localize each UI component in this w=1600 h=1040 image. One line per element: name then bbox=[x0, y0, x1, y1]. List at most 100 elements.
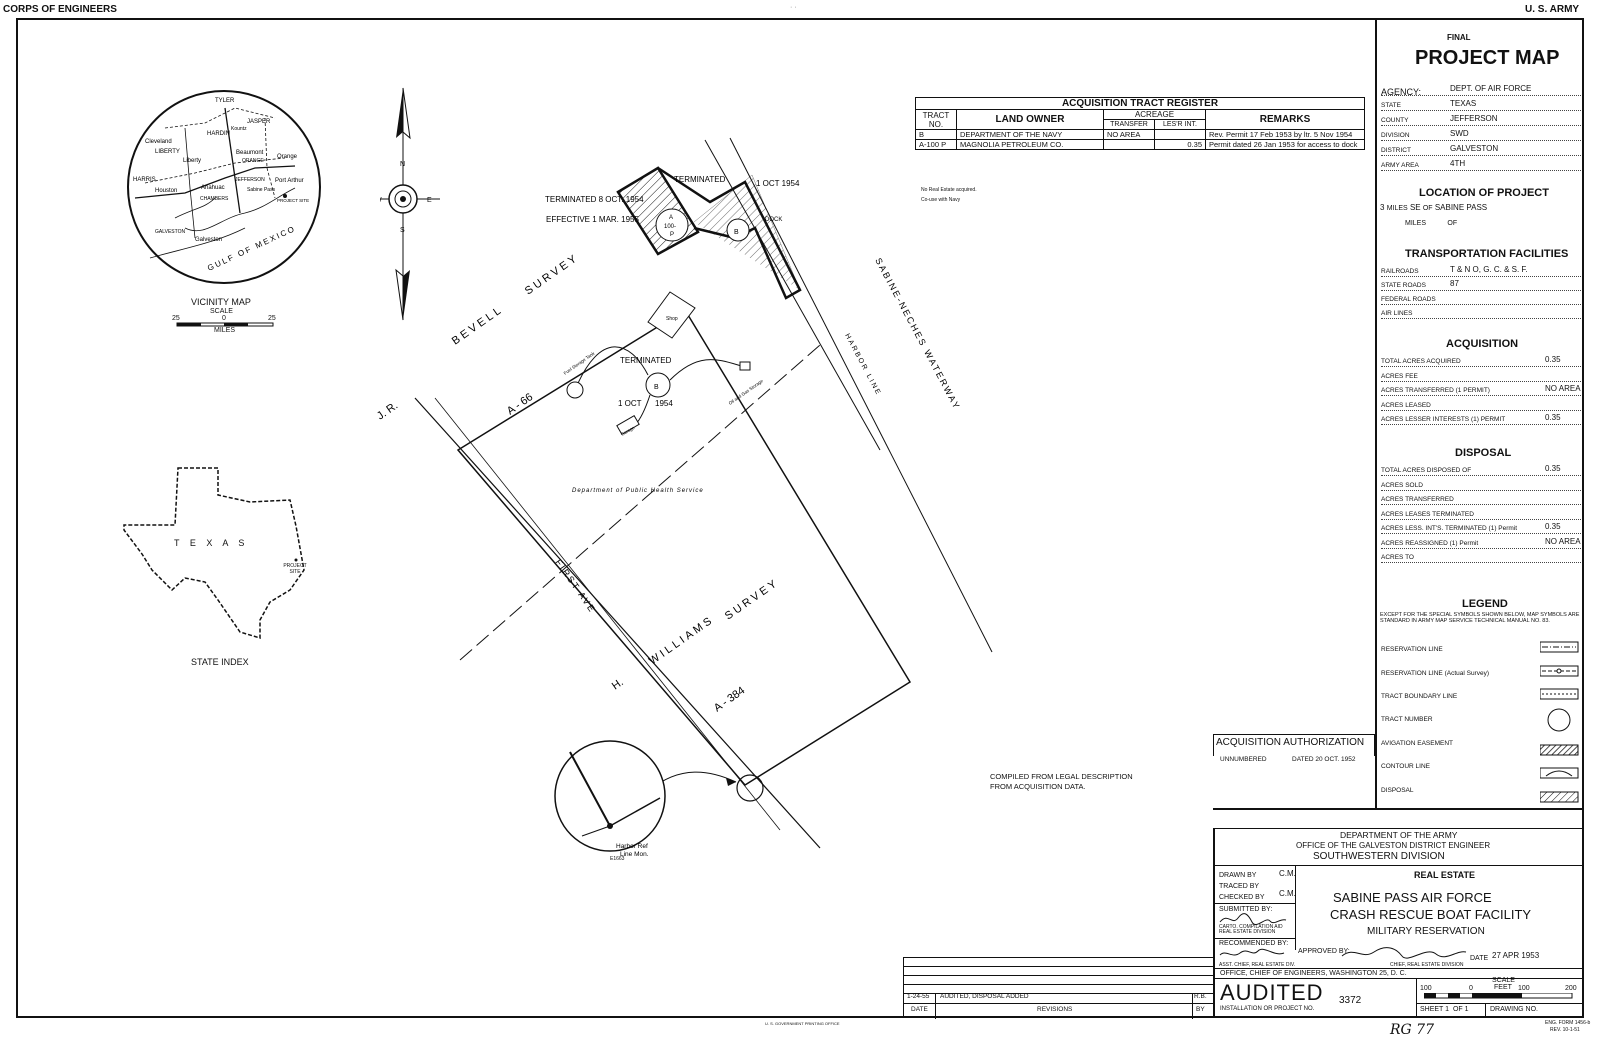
disposal-row-rule bbox=[1381, 547, 1581, 549]
tract-a-letter: A bbox=[669, 215, 673, 221]
dock-label: DOCK bbox=[765, 217, 782, 223]
submitted-label: SUBMITTED BY: bbox=[1219, 906, 1273, 913]
revision-col-date: DATE bbox=[911, 1006, 928, 1013]
register-transfer bbox=[1103, 139, 1155, 150]
form-rev: REV. 10-1-51 bbox=[1550, 1027, 1580, 1033]
pipe-line-1 bbox=[574, 346, 649, 391]
place-label: GALVESTON bbox=[155, 229, 185, 235]
tract-b-marker-top bbox=[726, 218, 750, 242]
disposal-row-label: ACRES LEASES TERMINATED bbox=[1381, 510, 1474, 518]
place-label: Orange bbox=[277, 154, 298, 160]
place-label: JEFFERSON bbox=[235, 177, 265, 183]
title-field-label: AGENCY: bbox=[1381, 87, 1422, 97]
oct-mid-label: 1 OCT bbox=[618, 399, 642, 408]
terminated-mid-label: TERMINATED bbox=[620, 356, 672, 365]
sheet-label: SHEET 1 OF 1 bbox=[1420, 1006, 1469, 1013]
title-field-value: 4TH bbox=[1450, 159, 1466, 168]
acquisition-row-value: NO AREA bbox=[1545, 384, 1581, 393]
location-of: OF bbox=[1422, 205, 1433, 212]
title-field-rule bbox=[1381, 140, 1581, 141]
register-transfer: NO AREA bbox=[1103, 129, 1155, 140]
bevell-survey: SURVEY bbox=[523, 251, 582, 297]
compiled-line-1: COMPILED FROM LEGAL DESCRIPTION bbox=[990, 772, 1133, 781]
state-name: T E X A S bbox=[174, 538, 249, 548]
vicinity-scale-label: SCALE bbox=[210, 308, 233, 315]
tract-a-marker bbox=[655, 208, 689, 242]
legend-item-label: TRACT NUMBER bbox=[1381, 716, 1433, 723]
tract-b-marker-mid bbox=[645, 372, 671, 398]
acquisition-row-label: ACRES TRANSFERRED (1 PERMIT) bbox=[1381, 387, 1490, 394]
transport-row-label: FEDERAL ROADS bbox=[1381, 296, 1436, 303]
checked-value: C.M. bbox=[1279, 889, 1296, 898]
oil-storage-label: Oil and Gas Storage bbox=[728, 378, 765, 406]
transport-row-rule bbox=[1381, 318, 1581, 319]
williams-prefix: H. bbox=[610, 676, 626, 692]
tract-a-number: 100- bbox=[664, 224, 676, 230]
sheet-total: 1 bbox=[1464, 1006, 1469, 1013]
title-field-rule bbox=[1381, 125, 1581, 126]
place-label: Liberty bbox=[183, 158, 201, 164]
place-label: Anahuac bbox=[201, 185, 225, 191]
legend-symbols bbox=[1540, 641, 1579, 803]
acquisition-row-value: 0.35 bbox=[1545, 413, 1561, 422]
handwritten-note: RG 77 bbox=[1390, 1022, 1434, 1038]
location-miles-label: MILES bbox=[1386, 205, 1408, 212]
recommend-rule bbox=[1213, 938, 1295, 939]
acquisition-row-rule bbox=[1381, 380, 1581, 382]
pipe-line-2 bbox=[669, 359, 746, 381]
register-col-owner: LAND OWNER bbox=[956, 109, 1104, 130]
title-field-rule bbox=[1381, 155, 1581, 156]
location-of-2: OF bbox=[1447, 220, 1458, 227]
revision-date: 1-24-55 bbox=[907, 993, 930, 1000]
shop-label: Shop bbox=[666, 316, 678, 322]
disposal-row-rule bbox=[1381, 533, 1581, 534]
title-field-label: COUNTY bbox=[1381, 117, 1409, 124]
disposal-row-label: ACRES REASSIGNED (1) Permit bbox=[1381, 539, 1479, 547]
date-label: DATE bbox=[1470, 955, 1489, 962]
detail-label-3: E1663 bbox=[610, 856, 625, 862]
sheet-text: SHEET bbox=[1420, 1006, 1444, 1013]
register-col-tract: TRACT NO. bbox=[915, 109, 957, 130]
compass-w: W bbox=[380, 197, 382, 204]
transport-row-rule bbox=[1381, 276, 1581, 277]
form-number: ENG. FORM 1456-b bbox=[1545, 1020, 1591, 1026]
sheet-number: 1 bbox=[1445, 1006, 1450, 1013]
transport-row-value: 87 bbox=[1450, 279, 1459, 288]
location-line1: 3 MILES SE OF SABINE PASS bbox=[1380, 203, 1487, 212]
scale-label: SCALE bbox=[1492, 977, 1515, 984]
location-heading: LOCATION OF PROJECT bbox=[1419, 187, 1549, 199]
install-number: 3372 bbox=[1339, 995, 1362, 1006]
transport-row-label: STATE ROADS bbox=[1381, 282, 1426, 289]
transport-row-value: T & N O, G. C. & S. F. bbox=[1450, 265, 1528, 274]
revision-by: R.B. bbox=[1194, 993, 1207, 1000]
terminated-a-label: TERMINATED 8 OCT. 1954 bbox=[545, 195, 644, 204]
waterway-label: SABINE-NECHES WATERWAY bbox=[873, 256, 962, 412]
submit-rule bbox=[1213, 903, 1295, 904]
williams-survey: SURVEY bbox=[723, 576, 782, 622]
header-right: U. S. ARMY bbox=[1525, 4, 1580, 15]
fuel-label: Fuel Storage Tank bbox=[563, 350, 596, 375]
legend-heading: LEGEND bbox=[1462, 598, 1508, 610]
traced-label: TRACED BY bbox=[1219, 883, 1260, 890]
title-field-label: STATE bbox=[1381, 102, 1401, 109]
sheet-of: OF bbox=[1452, 1006, 1463, 1013]
real-estate-label: REAL ESTATE bbox=[1414, 870, 1476, 880]
vicinity-tick-3: 25 bbox=[268, 315, 276, 322]
drawing-frame bbox=[16, 18, 1584, 1018]
place-label: Sabine Pass bbox=[247, 187, 276, 193]
tract-b-boundary bbox=[456, 308, 912, 786]
acquisition-row-label: ACRES FEE bbox=[1381, 372, 1418, 380]
legend-item-label: AVIGATION EASEMENT bbox=[1381, 740, 1453, 747]
acquisition-row-rule bbox=[1381, 366, 1581, 367]
checked-label: CHECKED BY bbox=[1219, 894, 1265, 901]
office-line: OFFICE, CHIEF OF ENGINEERS, WASHINGTON 2… bbox=[1220, 970, 1407, 977]
transport-row-label: RAILROADS bbox=[1381, 268, 1419, 275]
place-label: Kountz bbox=[231, 126, 247, 132]
transport-row-rule bbox=[1381, 290, 1581, 291]
tract-register: ACQUISITION TRACT REGISTER TRACT NO. LAN… bbox=[915, 97, 1365, 203]
disposal-row-label: TOTAL ACRES DISPOSED OF bbox=[1381, 467, 1472, 474]
submitted-signature bbox=[1219, 913, 1287, 926]
first-ave-label: FIRST AVE bbox=[553, 557, 597, 614]
print-note: U. S. GOVERNMENT PRINTING OFFICE bbox=[765, 1021, 840, 1026]
acquisition-heading: ACQUISITION bbox=[1446, 338, 1519, 350]
